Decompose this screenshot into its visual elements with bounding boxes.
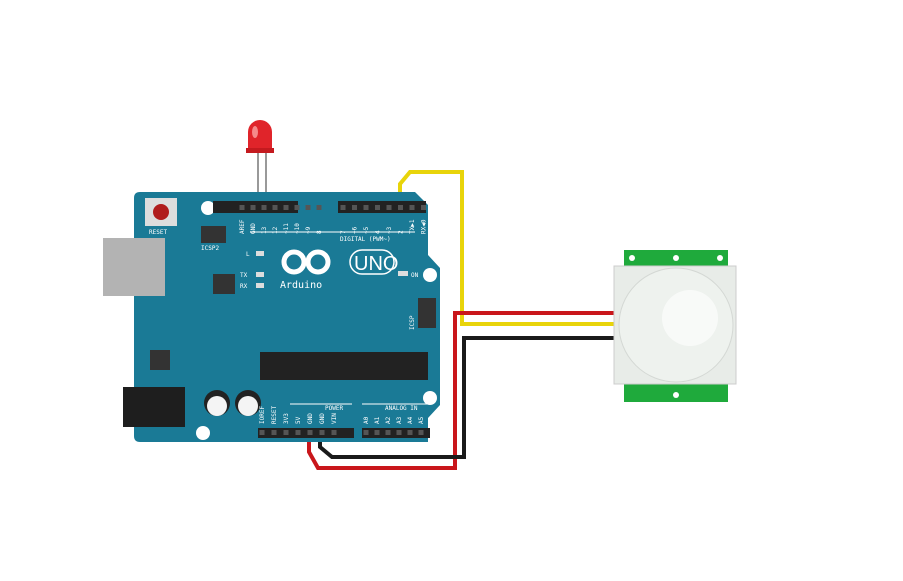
header-pin <box>363 205 369 210</box>
pin-label: 8 <box>316 230 323 234</box>
arduino-logo: UNO Arduino <box>280 249 398 291</box>
tx-label: TX <box>240 272 248 279</box>
header-pin <box>239 205 245 210</box>
pin-label: ~11 <box>283 223 290 234</box>
pin-label: A3 <box>396 416 403 424</box>
rx-label: RX <box>240 283 248 290</box>
header-pin <box>271 430 277 435</box>
header-pin <box>418 430 424 435</box>
header-pin <box>250 205 256 210</box>
header-pin <box>319 430 325 435</box>
icsp2-label: ICSP2 <box>201 245 219 252</box>
header-pin <box>363 430 369 435</box>
header-pin <box>261 205 267 210</box>
brand-label: Arduino <box>280 280 322 291</box>
pin-label: A4 <box>407 416 414 424</box>
header-pin <box>294 205 300 210</box>
pin-label: VIN <box>331 413 338 424</box>
on-label: ON <box>411 272 419 279</box>
black-wire <box>318 336 615 459</box>
pin-label: A2 <box>385 416 392 424</box>
pin-label: 5V <box>295 416 302 424</box>
header-pin <box>331 430 337 435</box>
pin-label: A0 <box>363 416 370 424</box>
analog-label: ANALOG IN <box>385 405 418 412</box>
pin-label: RX◀0 <box>421 219 428 234</box>
icsp-label: ICSP <box>409 315 416 330</box>
pin-label: A1 <box>374 416 381 424</box>
header-pin <box>316 205 322 210</box>
arduino-uno-board: RESET ICSP2 DIGITAL (PWM~) L TX RX UNO A… <box>103 192 440 442</box>
pin-label: GND <box>307 413 314 424</box>
header-pin <box>421 205 426 210</box>
pin-label: AREF <box>239 219 246 234</box>
pin-label: ~6 <box>352 226 359 234</box>
header-pin <box>374 430 380 435</box>
pin-label: ~9 <box>305 226 312 234</box>
red-wire <box>307 311 615 470</box>
model-label: UNO <box>354 253 398 275</box>
pin-label: ~5 <box>363 226 370 234</box>
pin-label: 3V3 <box>283 413 290 424</box>
pin-label: TX▶1 <box>409 219 416 234</box>
header-pin <box>283 205 289 210</box>
digital-label: DIGITAL (PWM~) <box>340 236 391 243</box>
header-pin <box>305 205 311 210</box>
header-pin <box>340 205 346 210</box>
usb-connector <box>103 238 165 296</box>
power-jack <box>123 387 185 427</box>
yellow-wire <box>398 170 615 326</box>
header-pin <box>295 430 301 435</box>
pin-label: ~3 <box>386 226 393 234</box>
header-pin <box>307 430 313 435</box>
pin-label: IOREF <box>259 406 266 424</box>
pin-label: 7 <box>340 230 347 234</box>
header-pin <box>259 430 265 435</box>
led-l-label: L <box>246 251 250 258</box>
pin-label: A5 <box>418 416 425 424</box>
header-pin <box>272 205 278 210</box>
header-pin <box>409 205 415 210</box>
reset-label: RESET <box>149 229 167 236</box>
pin-label: GND <box>250 223 257 234</box>
pin-label: GND <box>319 413 326 424</box>
red-led <box>246 120 274 212</box>
header-pin <box>386 205 392 210</box>
atmega-chip <box>260 352 428 380</box>
pin-label: 12 <box>272 226 279 234</box>
pin-label: 13 <box>261 226 268 234</box>
header-pin <box>283 430 289 435</box>
header-pin <box>385 430 391 435</box>
pin-label: 2 <box>398 230 405 234</box>
header-pin <box>407 430 413 435</box>
header-pin <box>398 205 403 210</box>
pin-label: RESET <box>271 406 278 424</box>
pir-motion-sensor <box>613 250 737 402</box>
header-pin <box>396 430 402 435</box>
header-pin <box>375 205 380 210</box>
power-label: POWER <box>325 405 343 412</box>
pin-label: 4 <box>375 230 382 234</box>
header-pin <box>352 205 357 210</box>
pin-label: ~10 <box>294 223 301 234</box>
